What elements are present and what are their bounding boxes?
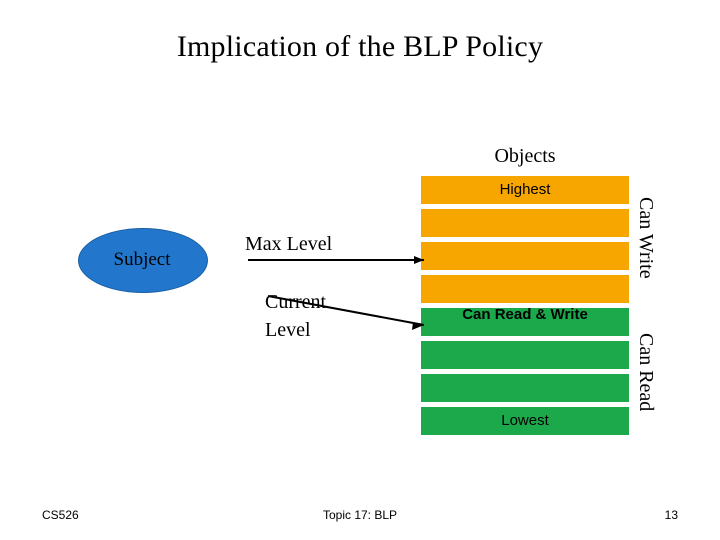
object-bar-4 (420, 274, 630, 304)
object-bar-lowest (420, 406, 630, 436)
lowest-label: Lowest (501, 412, 549, 429)
can-read-write-label: Can Read & Write (462, 306, 588, 323)
object-bar-2 (420, 208, 630, 238)
subject-label: Subject (113, 249, 171, 270)
footer-topic: Topic 17: BLP (322, 508, 398, 522)
object-bar-7 (420, 373, 630, 403)
can-read-label: Can Read (635, 333, 657, 412)
current-level-line2: Level (265, 319, 311, 341)
can-write-label: Can Write (635, 197, 657, 279)
subject-ellipse (78, 228, 208, 293)
page-title: Implication of the BLP Policy (176, 30, 544, 63)
footer-course-code: CS526 (42, 508, 79, 522)
objects-label: Objects (494, 145, 556, 167)
objects-stack: Highest Lowest (420, 175, 630, 438)
highest-label: Highest (499, 181, 551, 198)
object-bar-5 (420, 307, 630, 337)
object-bar-highest (420, 175, 630, 205)
current-level-label: Current Level (265, 288, 326, 344)
object-bar-6 (420, 340, 630, 370)
object-bar-3 (420, 241, 630, 271)
current-level-line1: Current (265, 291, 327, 313)
max-level-label: Max Level (245, 233, 333, 255)
footer-page-number: 13 (664, 508, 678, 522)
